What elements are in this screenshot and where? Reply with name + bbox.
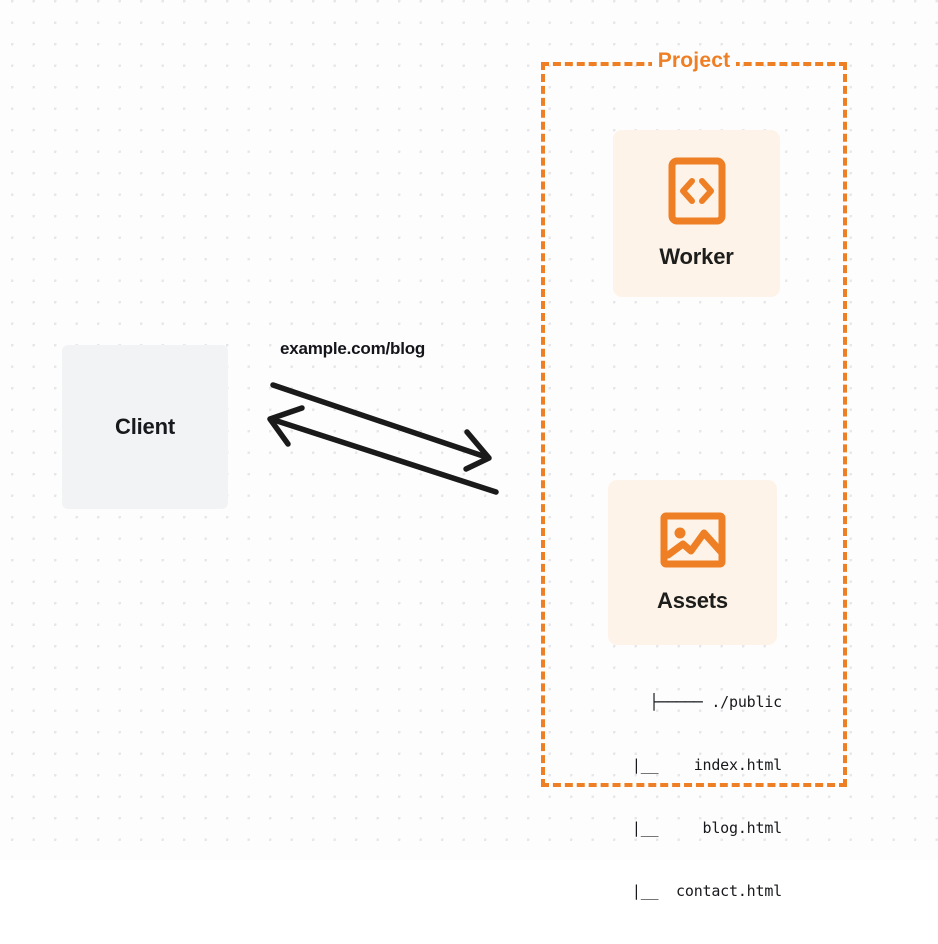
- arrow-right-icon: [463, 429, 492, 472]
- arrow-left-icon: [267, 405, 305, 447]
- client-label: Client: [115, 414, 175, 439]
- assets-label: Assets: [657, 588, 728, 613]
- file-tree-line: |__ blog.html: [587, 819, 782, 837]
- worker-card[interactable]: Worker: [613, 130, 780, 297]
- diagram-canvas: Client example.com/blog Project Worker: [0, 0, 938, 900]
- file-tree-line: |__ contact.html: [587, 882, 782, 900]
- file-tree-line: |__ index.html: [587, 756, 782, 774]
- client-node[interactable]: Client: [62, 345, 228, 509]
- response-arrow: [267, 405, 499, 495]
- image-picture-icon: [660, 511, 726, 574]
- request-url-label: example.com/blog: [280, 339, 426, 358]
- project-title-label: Project: [541, 49, 847, 73]
- worker-label: Worker: [659, 244, 734, 269]
- request-arrow: [270, 382, 492, 472]
- file-tree-line: ├───── ./public: [649, 693, 783, 711]
- assets-file-tree: ├───── ./public |__ index.html |__ blog.…: [560, 650, 782, 944]
- code-brackets-icon: [668, 157, 726, 230]
- assets-card[interactable]: Assets: [608, 480, 777, 645]
